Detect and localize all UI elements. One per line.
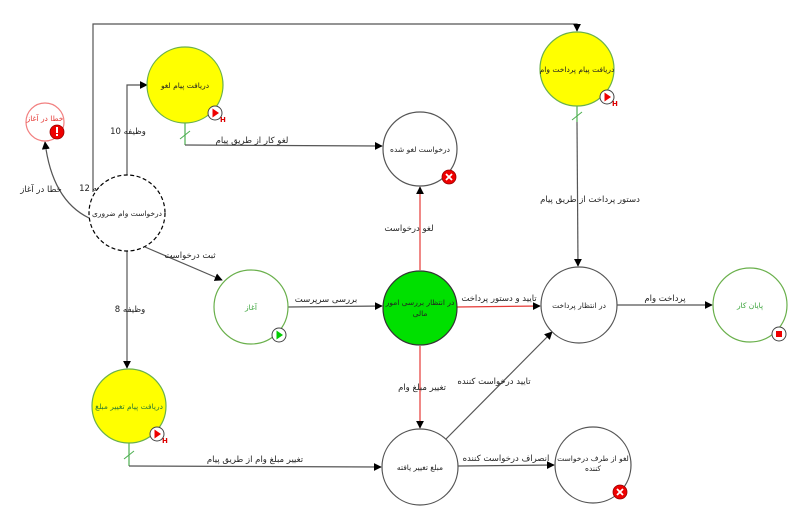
stop-icon — [771, 326, 787, 342]
node-awaiting-finance-review[interactable]: در انتظار بررسی امور مالی — [382, 270, 458, 346]
edge-task12[interactable] — [92, 23, 581, 192]
node-cancelled-by-requester-label-2: کننده — [585, 464, 601, 473]
node-receive-cancel-message-shape — [146, 46, 224, 124]
node-start-error-label: خطا در آغاز — [26, 113, 64, 123]
exit-tick-mark — [571, 111, 583, 121]
timer-badge: H — [162, 437, 168, 445]
edge-change-amount-via-message[interactable] — [128, 462, 382, 471]
edge-submit-request[interactable] — [144, 246, 223, 281]
node-start-shape — [213, 269, 289, 345]
edge-requester-approval[interactable] — [445, 331, 553, 440]
edge-requester-withdrawal[interactable] — [457, 461, 555, 470]
node-amount-changed[interactable]: مبلغ تغییر یافته — [381, 428, 459, 506]
node-end-label: پایان کار — [736, 301, 763, 310]
node-amount-changed-label: مبلغ تغییر یافته — [397, 463, 443, 472]
timer-badge: H — [612, 100, 618, 108]
edges — [41, 23, 713, 471]
node-request-cancelled-label: درخواست لغو شده — [390, 145, 450, 154]
edge-label-requester-withdrawal: انصراف درخواست کننده — [463, 454, 550, 464]
edge-label-payment-order-via-message: دستور پرداخت از طریق پیام — [540, 195, 640, 205]
node-end[interactable]: پایان کار — [712, 267, 788, 343]
node-receive-amount-change-message-label: دریافت پیام تغییر مبلغ — [95, 402, 163, 411]
node-awaiting-payment[interactable]: در انتظار پرداخت — [540, 266, 618, 344]
node-amount-changed-shape — [381, 428, 459, 506]
exit-tick-mark — [179, 130, 191, 140]
node-awaiting-finance-review-label-1: در انتظار بررسی امور — [385, 298, 455, 307]
message-timer-icon: H — [149, 426, 168, 445]
exit-tick-mark — [123, 450, 135, 460]
node-receive-payment-message-label: دریافت پیام پرداخت وام — [540, 65, 615, 74]
error-exclamation-icon — [49, 124, 65, 140]
edge-label-submit-request: ثبت درخواست — [164, 251, 216, 261]
timer-badge: H — [220, 116, 226, 124]
edge-label-requester-approval: تایید درخواست کننده — [457, 377, 531, 387]
edge-label-change-loan-amount: تغییر مبلغ وام — [398, 383, 447, 393]
edge-label-cancel-via-message: لغو کار از طریق پیام — [216, 136, 289, 146]
node-start[interactable]: آغاز — [213, 269, 289, 345]
node-request-cancelled[interactable]: درخواست لغو شده — [382, 111, 458, 187]
node-start-error[interactable]: خطا در آغاز — [25, 102, 65, 142]
node-cancelled-by-requester-label-1: لغو از طرف درخواست — [557, 454, 629, 463]
node-start-label: آغاز — [244, 302, 258, 312]
cancel-end-icon — [612, 484, 628, 500]
edge-label-cancel-request: لغو درخواست — [384, 224, 433, 234]
node-urgent-loan-request-label: درخواست وام ضروری — [92, 209, 162, 218]
node-receive-amount-change-message[interactable]: دریافت پیام تغییر مبلغ H — [91, 368, 168, 445]
edge-label-approve-and-order-payment: تایید و دستور پرداخت — [461, 294, 537, 304]
edge-task10[interactable] — [126, 81, 148, 175]
node-request-cancelled-shape — [382, 111, 458, 187]
edge-label-pay-loan: پرداخت وام — [644, 294, 686, 304]
edge-label-change-amount-via-message: تغییر مبلغ وام از طریق پیام — [207, 455, 304, 465]
node-awaiting-finance-review-shape — [382, 270, 458, 346]
edge-label-task10: وظیفه 10 — [110, 127, 146, 137]
node-awaiting-payment-shape — [540, 266, 618, 344]
edge-supervisor-review[interactable] — [287, 302, 383, 311]
node-cancelled-by-requester[interactable]: لغو از طرف درخواست کننده — [554, 426, 632, 504]
edge-label-task8: وظیفه 8 — [115, 305, 145, 315]
node-receive-cancel-message[interactable]: دریافت پیام لغو H — [146, 46, 226, 124]
node-awaiting-payment-label: در انتظار پرداخت — [552, 301, 606, 310]
node-urgent-loan-request[interactable]: درخواست وام ضروری — [88, 174, 166, 252]
message-timer-icon: H — [599, 89, 618, 108]
node-urgent-loan-request-shape — [88, 174, 166, 252]
node-awaiting-finance-review-label-2: مالی — [413, 309, 428, 318]
edge-start-error[interactable] — [41, 141, 90, 219]
edge-cancel-via-message[interactable] — [184, 141, 383, 150]
node-receive-payment-message-shape — [539, 31, 615, 107]
node-receive-amount-change-message-shape — [91, 368, 167, 444]
message-timer-icon: H — [207, 105, 226, 124]
start-play-icon — [271, 327, 287, 343]
node-cancelled-by-requester-shape — [554, 426, 632, 504]
cancel-end-icon — [441, 169, 457, 185]
edge-label-supervisor-review: بررسی سرپرست — [295, 295, 357, 305]
edge-label-start-error: خطا در آغاز — [19, 183, 62, 195]
edge-approve-and-order-payment[interactable] — [456, 302, 541, 311]
node-end-shape — [712, 267, 788, 343]
node-receive-cancel-message-label: دریافت پیام لغو — [160, 81, 209, 90]
node-receive-payment-message[interactable]: دریافت پیام پرداخت وام H — [539, 31, 618, 108]
edge-payment-order-via-message[interactable] — [573, 121, 582, 267]
